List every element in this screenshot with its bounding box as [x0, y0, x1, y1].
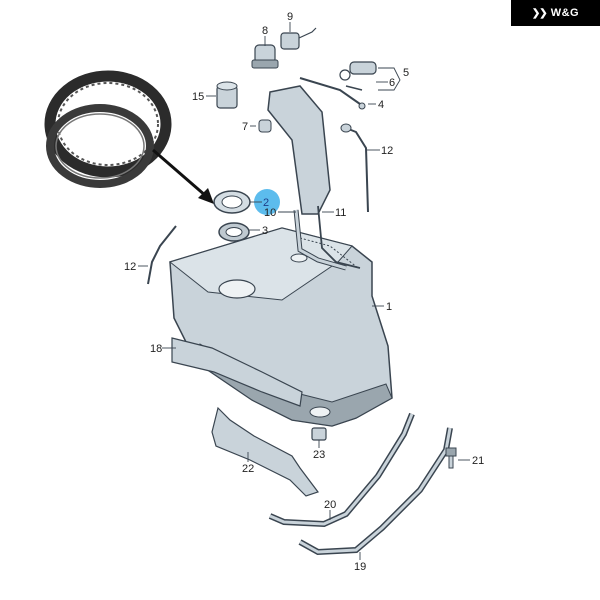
seal-ring-photo — [44, 70, 172, 188]
callout-12-left: 12 — [124, 261, 136, 273]
callout-9: 9 — [287, 11, 293, 23]
callout-11: 11 — [335, 207, 346, 219]
heat-shield-part — [171, 337, 303, 407]
callout-8: 8 — [262, 25, 268, 37]
connector-part-5 — [339, 61, 377, 81]
callout-22: 22 — [242, 463, 254, 475]
callout-23: 23 — [313, 449, 325, 461]
nut-part-23 — [311, 427, 327, 441]
brand-name: W&G — [550, 7, 580, 19]
breather-pipe-12 — [340, 123, 369, 213]
brand-badge: ❯❯ W&G — [511, 0, 600, 26]
callout-1: 1 — [386, 301, 392, 313]
valve-part-9 — [280, 27, 317, 50]
callout-12-right: 12 — [381, 145, 393, 157]
bracket-part — [211, 406, 319, 497]
hose-part-4 — [299, 77, 366, 110]
wing-logo-icon: ❯❯ — [531, 7, 548, 19]
gasket-part — [218, 222, 250, 242]
callout-labels: 1 2 3 4 5 6 7 8 9 10 11 12 12 15 18 19 2… — [124, 11, 484, 573]
pointer-arrow — [152, 148, 214, 204]
breather-line — [317, 205, 361, 269]
callout-5: 5 — [403, 67, 409, 79]
callout-3: 3 — [262, 225, 268, 237]
clip-part-6 — [345, 85, 363, 91]
bolt-part-21 — [445, 447, 457, 469]
callout-7: 7 — [242, 121, 248, 133]
callout-10: 10 — [264, 207, 276, 219]
highlight-circle — [254, 189, 280, 215]
cap-part-15 — [216, 81, 238, 109]
plug-part-7 — [258, 119, 272, 133]
callout-2: 2 — [263, 197, 269, 209]
callout-18: 18 — [150, 343, 162, 355]
seal-ring-part — [213, 190, 251, 214]
callout-20: 20 — [324, 499, 336, 511]
cap-part-8 — [251, 44, 279, 69]
breather-pipe-12-left — [147, 225, 177, 285]
callout-21: 21 — [472, 455, 484, 467]
callout-19: 19 — [354, 561, 366, 573]
callout-15: 15 — [192, 91, 204, 103]
callout-4: 4 — [378, 99, 384, 111]
filler-neck-pipe — [267, 85, 347, 271]
leader-lines — [138, 22, 470, 560]
callout-6: 6 — [389, 77, 395, 89]
